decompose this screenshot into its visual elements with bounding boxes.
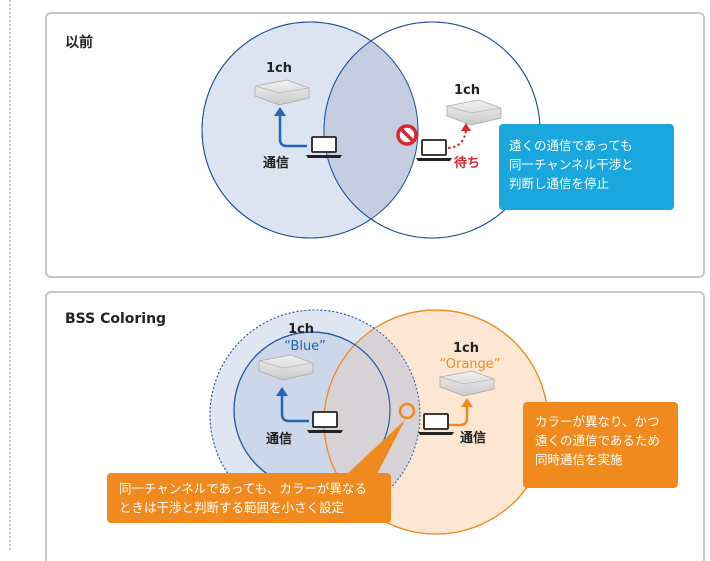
prohibited-icon [396,124,418,146]
upload-arrow-blue [280,394,309,423]
wait-arrow [447,129,467,149]
callout-pointer [347,420,405,474]
callout-line: 同一チャンネル干渉と [509,157,634,172]
ap-channel-label: 1ch [288,322,314,337]
callout-line: 同時通信を実施 [535,452,623,467]
laptop-icon [307,411,343,433]
callout-bss-bottom: 同一チャンネルであっても、カラーが異なる ときは干渉と判断する範囲を小さく設定 [107,473,391,523]
dotted-guide-line [9,0,11,550]
callout-line: ときは干渉と判断する範囲を小さく設定 [119,500,345,515]
panel-before: 1ch 1ch 通信 待ち 以前 遠くの通信であっても 同一チャンネル干渉と 判… [45,12,705,278]
ap-channel-label: 1ch [266,61,292,76]
ap-color-label: “Orange” [439,357,500,372]
collision-ring-icon [398,402,416,420]
laptop-icon [306,136,342,158]
wait-label: 待ち [453,155,480,171]
access-point-icon [446,99,502,126]
callout-line: 同一チャンネルであっても、カラーが異なる [119,481,367,496]
panel-title: 以前 [65,35,93,51]
callout-line: 遠くの通信であっても [509,138,633,153]
callout-line: 遠くの通信であるため [535,433,660,448]
callout-line: 判断し通信を停止 [509,176,610,191]
panel-title: BSS Coloring [65,311,167,327]
callout-before: 遠くの通信であっても 同一チャンネル干渉と 判断し通信を停止 [499,124,674,210]
ap-channel-label: 1ch [453,341,479,356]
upload-arrow-orange [448,405,469,427]
ap-channel-label: 1ch [454,83,480,98]
bss-scene: 1ch “Blue” 1ch “Orange” 通信 通信 [209,309,549,535]
ap-color-label: “Blue” [284,339,326,354]
access-point-icon [254,79,310,106]
callout-bss-right: カラーが異なり、かつ 遠くの通信であるため 同時通信を実施 [523,402,678,488]
coverage-overlap [324,22,418,238]
access-point-icon [439,370,495,397]
communication-label: 通信 [263,155,289,171]
callout-line: カラーが異なり、かつ [535,414,660,429]
before-scene: 1ch 1ch 通信 待ち [201,21,541,239]
laptop-icon [418,413,454,435]
communication-label: 通信 [266,431,292,447]
upload-arrow [278,114,307,148]
panel-bss-coloring: 1ch “Blue” 1ch “Orange” 通信 通信 BSS Colori… [45,291,705,561]
access-point-icon [258,354,314,381]
communication-label: 通信 [460,430,486,446]
laptop-icon [416,139,452,161]
